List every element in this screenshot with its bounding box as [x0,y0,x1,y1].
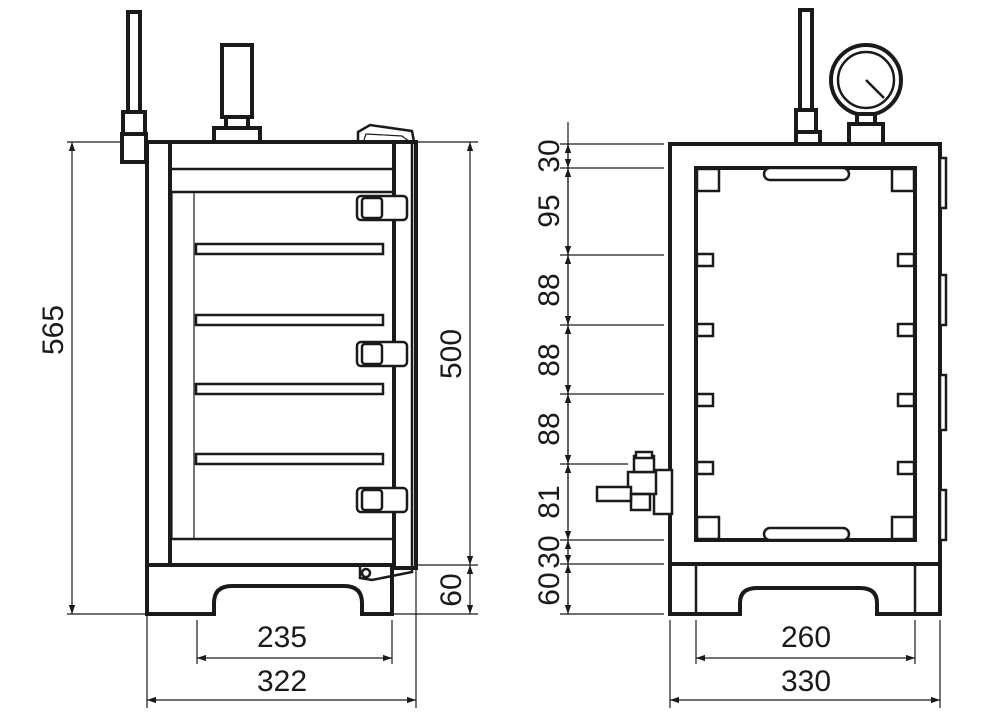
dim-side-outer-width: 330 [781,665,831,698]
front-cabinet-outline [145,140,418,616]
dim-body-height: 500 [435,329,468,379]
dim-base-height: 60 [435,573,468,606]
pressure-gauge-icon [829,43,903,146]
shelves [194,242,385,466]
side-view: 30 95 88 88 88 81 30 60 260 330 [533,8,948,708]
dim-seg6: 30 [533,535,566,568]
bottom-handle [762,526,851,542]
side-latch-bumps [938,156,948,542]
dim-seg1: 95 [533,194,566,227]
side-window [694,166,917,542]
dim-seg5: 81 [533,485,566,518]
side-vent-pipe [794,8,822,146]
dim-overall-height: 565 [37,305,70,355]
shelf-supports [695,252,916,476]
top-latch [356,123,416,143]
vent-pipe [120,10,148,164]
dim-top: 30 [533,139,566,172]
dim-seg7: 60 [533,572,566,605]
door-latches [355,194,409,514]
top-valve [212,43,262,144]
top-handle [762,166,851,182]
front-view: 565 500 60 235 322 [37,10,478,708]
dim-side-inner-width: 260 [781,621,831,654]
dim-seg3: 88 [533,343,566,376]
side-cabinet-outline [668,142,942,616]
bottom-hinge [358,566,414,582]
drain-valve-icon [595,450,674,516]
dim-outer-width: 322 [257,665,307,698]
dim-seg4: 88 [533,412,566,445]
dim-inner-width: 235 [257,621,307,654]
dim-seg2: 88 [533,273,566,306]
